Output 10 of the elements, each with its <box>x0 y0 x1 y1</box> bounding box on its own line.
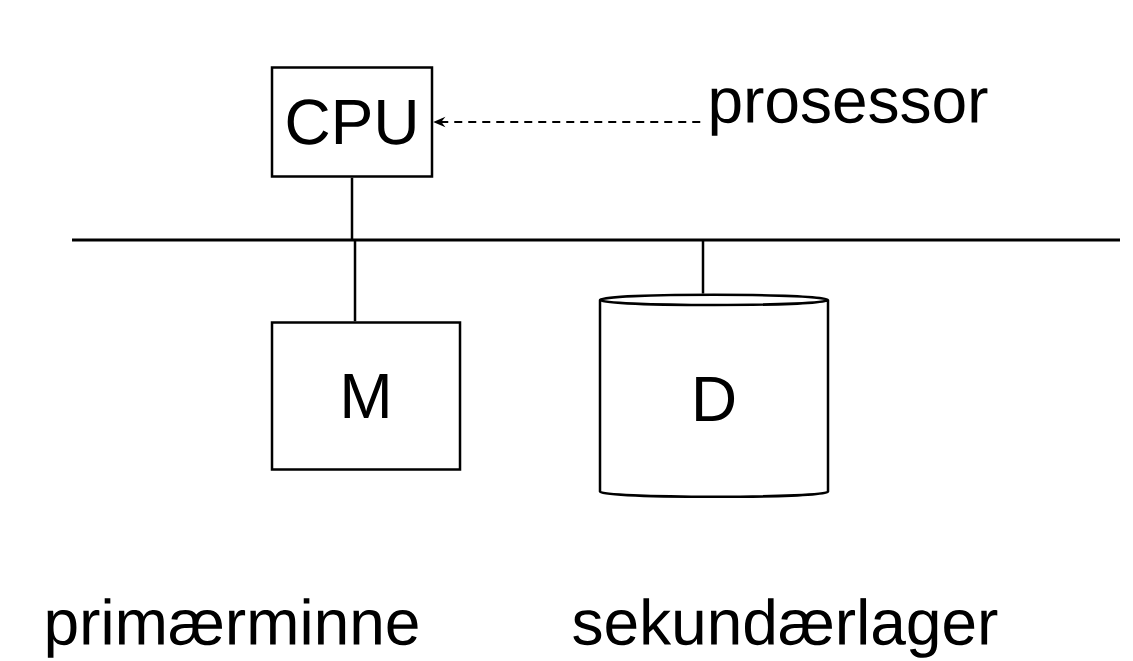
disk-cylinder: D <box>598 293 830 499</box>
caption-text: primærminne <box>47 598 418 658</box>
text-label: prosessor <box>711 88 988 136</box>
connector <box>701 240 705 294</box>
connector <box>353 240 357 322</box>
connector <box>350 177 354 240</box>
box: M <box>270 321 462 471</box>
caption-text: sekundærlager <box>573 598 998 658</box>
box: CPU <box>270 66 434 178</box>
bus-line <box>72 238 1120 242</box>
